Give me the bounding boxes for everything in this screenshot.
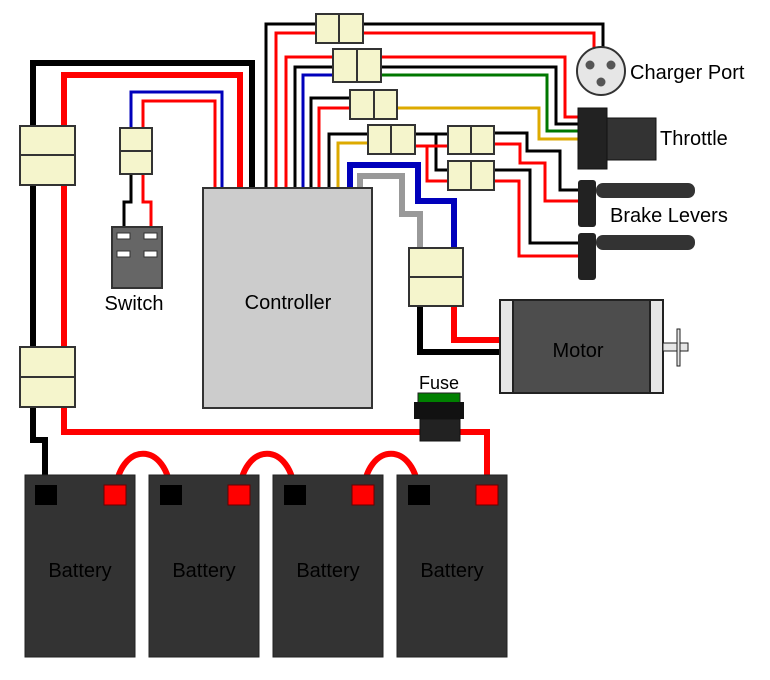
- battery-label: Battery: [296, 560, 359, 582]
- switch-red-wire: [141, 99, 217, 190]
- battery-2: Battery: [148, 474, 260, 658]
- battery-4: Battery: [396, 474, 508, 658]
- negative-terminal: [408, 485, 430, 505]
- brake-black-wire: [327, 132, 370, 190]
- charger-port-label: Charger Port: [630, 62, 745, 84]
- throttle-label: Throttle: [660, 128, 728, 150]
- main-black-wire: [30, 60, 255, 492]
- motor-label: Motor: [552, 340, 603, 362]
- battery-label: Battery: [420, 560, 483, 582]
- fuse: [414, 392, 464, 442]
- positive-terminal: [227, 484, 251, 506]
- negative-terminal: [160, 485, 182, 505]
- motor-gray-wire: [357, 173, 423, 250]
- motor-shaft: [662, 342, 689, 352]
- throttle-black-wire-2: [309, 96, 352, 190]
- negative-terminal: [35, 485, 57, 505]
- connector-motor: [408, 247, 464, 307]
- connector-charger: [315, 13, 364, 44]
- brake-lever-2: [578, 233, 695, 280]
- connector-switch: [119, 127, 153, 175]
- brake-yellow-wire: [336, 141, 370, 190]
- throttle: [577, 107, 657, 170]
- battery-1: Battery: [24, 474, 136, 658]
- controller-label: Controller: [245, 292, 332, 314]
- throttle-green-wire-out: [380, 73, 580, 133]
- brake-lever-1: [578, 180, 695, 227]
- connector-brake-2: [447, 160, 495, 191]
- positive-terminal: [351, 484, 375, 506]
- connector-main-2: [19, 346, 76, 408]
- brake1-black-wire: [493, 131, 580, 192]
- battery-label: Battery: [172, 560, 235, 582]
- positive-terminal: [103, 484, 127, 506]
- brake-red-bus: [414, 144, 450, 183]
- negative-terminal: [284, 485, 306, 505]
- throttle-red-wire: [284, 55, 580, 190]
- controller: [202, 187, 373, 409]
- throttle-black-wire: [293, 65, 580, 190]
- switch-label: Switch: [105, 293, 164, 315]
- motor: [499, 299, 689, 394]
- fuse-label: Fuse: [419, 373, 459, 393]
- connector-throttle-2: [349, 89, 398, 120]
- motor-black-wire: [417, 305, 502, 355]
- motor-blue-wire: [347, 162, 457, 250]
- throttle-green-wire: [301, 73, 335, 190]
- switch[interactable]: [111, 226, 163, 289]
- connector-brake-1: [447, 125, 495, 155]
- brake-levers-label: Brake Levers: [610, 205, 728, 227]
- main-red-wire: [61, 72, 490, 492]
- battery-3: Battery: [272, 474, 384, 658]
- connector-throttle: [332, 48, 382, 83]
- switch-black-lead: [122, 173, 133, 237]
- switch-blue-wire: [129, 90, 224, 190]
- charger-red-wire: [274, 31, 596, 190]
- connector-main-1: [19, 125, 76, 186]
- brake1-red-wire: [493, 142, 580, 203]
- charger-port: [576, 46, 626, 96]
- brake2-black-wire: [493, 168, 580, 245]
- battery-label: Battery: [48, 560, 111, 582]
- connector-brake: [367, 124, 416, 155]
- motor-red-wire: [451, 305, 502, 343]
- positive-terminal: [475, 484, 499, 506]
- throttle-yellow-out: [396, 106, 580, 141]
- switch-red-lead: [141, 173, 153, 237]
- brake2-red-wire: [493, 179, 580, 258]
- throttle-yellow-wire: [317, 106, 352, 190]
- charger-black-wire: [264, 22, 605, 190]
